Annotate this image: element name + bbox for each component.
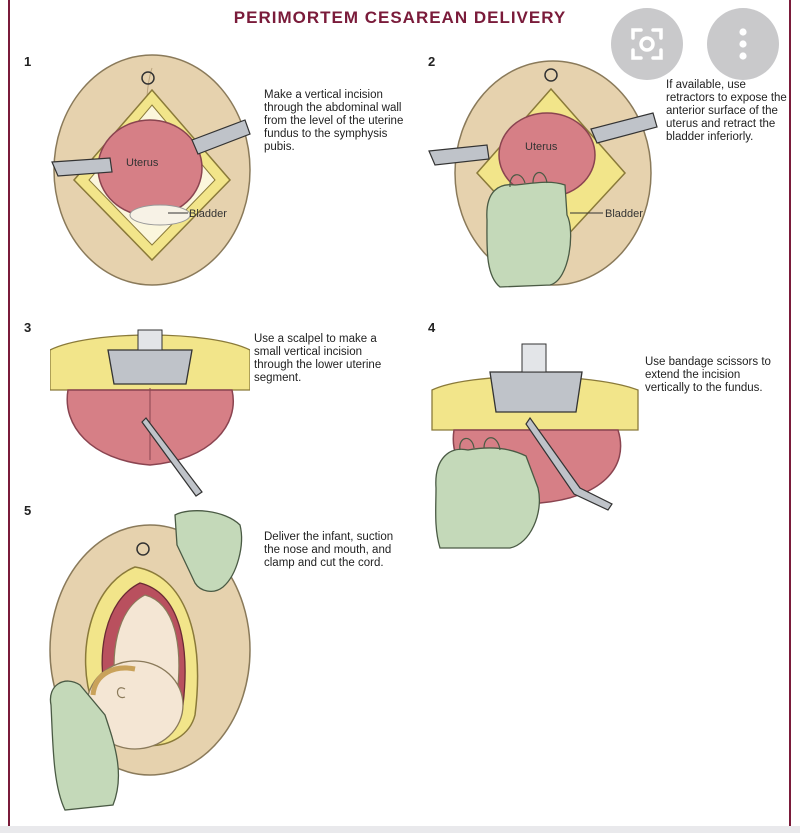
step-2-text: If available, use retractors to expose t…	[666, 79, 787, 143]
step-4-text: Use bandage scissors to extend the incis…	[645, 356, 771, 394]
step-2-uterus-label: Uterus	[525, 141, 558, 153]
step-5-text: Deliver the infant, suction the nose and…	[264, 531, 394, 569]
navel-icon	[141, 71, 155, 85]
step-3-text: Use a scalpel to make a small vertical i…	[254, 333, 382, 384]
navel-icon	[544, 68, 558, 82]
bottom-scroll-strip	[0, 826, 800, 833]
step-5-illustration	[49, 510, 251, 811]
step-1-number: 1	[24, 54, 32, 69]
step-2-bladder-label: Bladder	[605, 208, 643, 220]
lens-button[interactable]	[611, 8, 683, 80]
page-border-right	[789, 0, 791, 833]
step-3-illustration	[50, 329, 250, 497]
page-border-left	[8, 0, 10, 833]
step-3-number: 3	[24, 320, 32, 335]
step-2-number: 2	[428, 54, 436, 69]
step-5-number: 5	[24, 503, 32, 518]
page-title: PERIMORTEM CESAREAN DELIVERY	[233, 8, 567, 27]
step-1-illustration: Uterus Bladder	[51, 54, 251, 286]
step-1-text: Make a vertical incision through the abd…	[264, 89, 404, 153]
step-2-illustration: Uterus Bladder	[428, 60, 658, 288]
navel-icon	[136, 542, 150, 556]
more-options-button[interactable]	[707, 8, 779, 80]
more-vertical-icon	[739, 28, 747, 60]
step-4-number: 4	[428, 320, 436, 335]
lens-icon	[631, 28, 663, 60]
step-1-uterus-label: Uterus	[126, 157, 159, 169]
step-1-bladder-label: Bladder	[189, 208, 227, 220]
step-4-illustration	[431, 343, 639, 549]
